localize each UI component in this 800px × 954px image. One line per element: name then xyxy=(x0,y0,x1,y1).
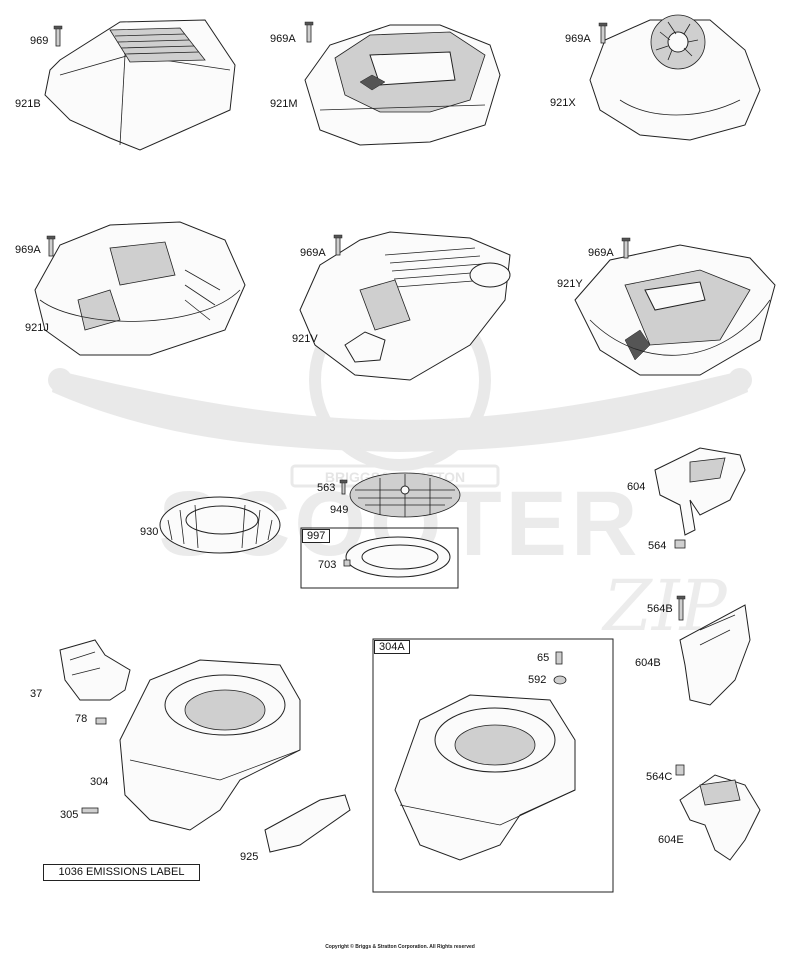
box-304A xyxy=(372,638,614,893)
label-921B: 921B xyxy=(15,98,41,110)
shroud-921Y xyxy=(574,244,776,376)
bracket-604 xyxy=(654,447,746,536)
label-969A-2: 969A xyxy=(565,33,591,45)
housing-304 xyxy=(119,659,301,831)
label-563: 563 xyxy=(317,482,336,494)
copyright-notice: Copyright © Briggs & Stratton Corporatio… xyxy=(325,944,475,950)
screw-969 xyxy=(53,25,63,47)
screen-949 xyxy=(349,472,461,518)
shroud-921M xyxy=(304,24,501,146)
label-921Y: 921Y xyxy=(557,278,583,290)
label-969A-1: 969A xyxy=(270,33,296,45)
label-592: 592 xyxy=(528,674,547,686)
screw-65 xyxy=(555,651,563,665)
box-997 xyxy=(300,527,459,589)
label-921J: 921J xyxy=(25,322,49,334)
screw-703 xyxy=(343,559,351,567)
label-65: 65 xyxy=(537,652,550,664)
screw-564C xyxy=(675,764,685,776)
label-921X: 921X xyxy=(550,97,576,109)
label-604B: 604B xyxy=(635,657,661,669)
shroud-921X xyxy=(589,14,761,141)
shroud-921V xyxy=(299,231,511,381)
bracket-37 xyxy=(59,639,131,701)
label-969A-5: 969A xyxy=(588,247,614,259)
screw-969A-3 xyxy=(46,235,56,257)
label-921M: 921M xyxy=(270,98,298,110)
label-564: 564 xyxy=(648,540,667,552)
screw-969A-1 xyxy=(304,21,314,43)
nut-592 xyxy=(553,675,567,685)
screw-563 xyxy=(339,479,348,495)
label-969: 969 xyxy=(30,35,49,47)
label-564C: 564C xyxy=(646,771,673,783)
label-604E: 604E xyxy=(658,834,684,846)
label-305: 305 xyxy=(60,809,79,821)
label-604: 604 xyxy=(627,481,646,493)
cover-925 xyxy=(264,794,351,853)
bracket-604E xyxy=(679,774,761,861)
label-37: 37 xyxy=(30,688,43,700)
label-921V: 921V xyxy=(292,333,318,345)
housing-304A xyxy=(394,694,576,861)
bracket-604B xyxy=(679,604,751,706)
screen-930 xyxy=(159,496,281,554)
label-304: 304 xyxy=(90,776,109,788)
screw-78 xyxy=(95,717,107,725)
label-930: 930 xyxy=(140,526,159,538)
screw-564 xyxy=(674,539,686,549)
label-925: 925 xyxy=(240,851,259,863)
label-703: 703 xyxy=(318,559,337,571)
label-78: 78 xyxy=(75,713,88,725)
emissions-label-box: 1036 EMISSIONS LABEL xyxy=(43,864,200,881)
screw-305 xyxy=(81,807,99,814)
label-304A: 304A xyxy=(374,640,410,654)
shroud-921J xyxy=(34,221,246,356)
screw-969A-5 xyxy=(621,237,631,259)
ring-703 xyxy=(345,536,451,578)
label-949: 949 xyxy=(330,504,349,516)
label-969A-3: 969A xyxy=(15,244,41,256)
screw-969A-2 xyxy=(598,22,608,44)
screw-969A-4 xyxy=(333,234,343,256)
label-997: 997 xyxy=(302,529,331,543)
screw-564B xyxy=(676,595,686,621)
label-969A-4: 969A xyxy=(300,247,326,259)
label-564B: 564B xyxy=(647,603,673,615)
shroud-921B xyxy=(44,19,236,151)
